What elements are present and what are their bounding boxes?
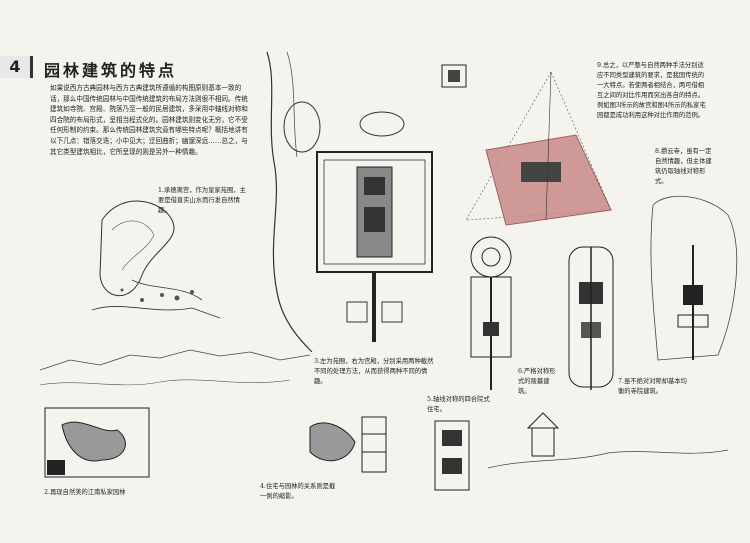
private-garden-plan-drawing bbox=[42, 405, 152, 480]
page-number: 4 bbox=[9, 57, 21, 76]
caption-6: 6.严格对称形式的陵墓建筑。 bbox=[518, 368, 556, 395]
caption-5: 5.轴线对称的四合院式住宅。 bbox=[427, 396, 490, 413]
caption-4: 4.住宅与园林的关系则是截一例的缩影。 bbox=[260, 483, 336, 500]
temple-perspective-sketch bbox=[488, 408, 728, 488]
caption-8: 8.攒云寺，虽有一定自然情趣，但主体建筑仍取轴线对称形式。 bbox=[655, 148, 712, 185]
landscape-panorama-sketch bbox=[40, 330, 320, 398]
caption-7: 7.虽不绝对对称却基本均衡的寺院建筑。 bbox=[618, 378, 687, 395]
chengde-plan-drawing bbox=[92, 180, 222, 325]
caption-1: 1.承德离宫，作为皇家苑囿，主要是借直实山水而行发自然情趣。 bbox=[158, 187, 246, 214]
tomb-plan-drawing bbox=[465, 232, 517, 392]
pyramid-axis-diagram bbox=[436, 60, 616, 230]
caption-2: 2.再现自然美的江南私家园林 bbox=[44, 489, 126, 496]
residence-garden-plan-drawing bbox=[300, 412, 390, 477]
page-title: 园林建筑的特点 bbox=[44, 61, 178, 80]
page-number-tab: 4 bbox=[0, 56, 33, 78]
caption-3: 3.左为苑囿，右为宫殿，分别采用两种截然不同的处理方法，从而获得两种不同的情趣。 bbox=[314, 358, 434, 385]
courtyard-house-plan-drawing bbox=[432, 418, 472, 493]
temple-site-drawing bbox=[648, 185, 743, 365]
temple-plan-drawing bbox=[565, 242, 617, 392]
caption-9: 9.总之，以严整与自然两种手法分别适应不同类型建筑的要求，是我国传统的一大特点。… bbox=[597, 62, 706, 119]
palace-plan-drawing bbox=[262, 42, 442, 352]
intro-paragraph: 如果说西方古典园林与西方古典建筑所遵循的构图原则基本一致的话，那么中国传统园林与… bbox=[50, 84, 248, 156]
